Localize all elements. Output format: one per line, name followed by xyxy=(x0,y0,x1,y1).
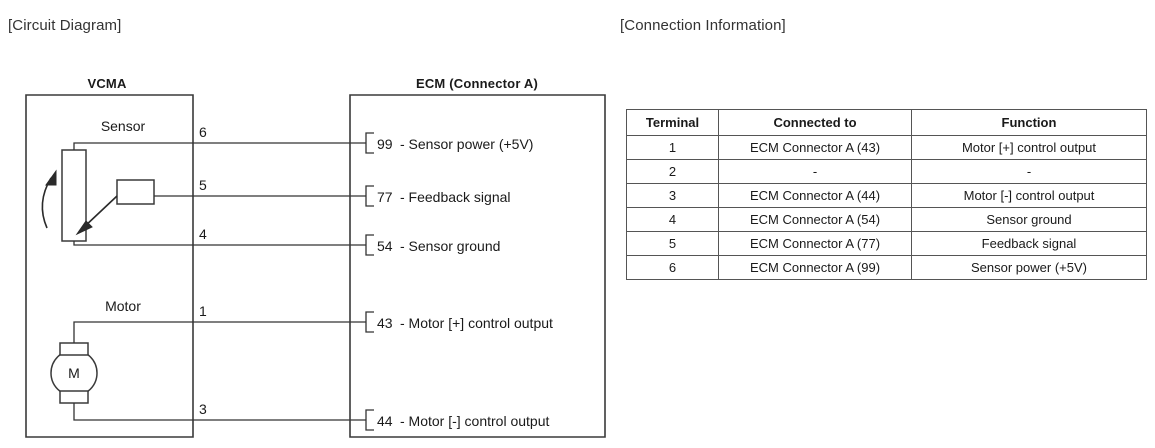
ecm-pin-43: 43 - Motor [+] control output xyxy=(365,311,553,333)
wiper-contact-block xyxy=(116,179,155,205)
ecm-pin-43-number: 43 xyxy=(377,315,393,331)
cell-connected: - xyxy=(718,159,912,184)
motor-brush-top xyxy=(59,342,89,356)
ecm-pin-44-description: - Motor [-] control output xyxy=(400,413,550,429)
cell-terminal: 4 xyxy=(626,207,719,232)
circuit-diagram: VCMA Sensor Motor M xyxy=(25,76,606,438)
vcma-terminal-6: 6 xyxy=(199,124,207,140)
cell-terminal: 6 xyxy=(626,255,719,280)
column-header-terminal: Terminal xyxy=(626,109,719,136)
ecm-pin-99-bracket-icon xyxy=(365,132,374,154)
sensor-power-lead xyxy=(73,142,193,150)
ecm-pin-54-number: 54 xyxy=(377,238,393,254)
ecm-pin-99: 99 - Sensor power (+5V) xyxy=(365,132,533,154)
cell-function: Motor [-] control output xyxy=(911,183,1147,208)
ecm-pin-54-description: - Sensor ground xyxy=(400,238,500,254)
cell-terminal: 3 xyxy=(626,183,719,208)
cell-connected: ECM Connector A (44) xyxy=(718,183,912,208)
cell-function: Motor [+] control output xyxy=(911,135,1147,160)
rotation-arrow-icon xyxy=(41,169,57,229)
ecm-pin-77-description: - Feedback signal xyxy=(400,189,511,205)
sensor-ground-lead xyxy=(73,241,193,246)
table-row: 2 - - xyxy=(626,159,1147,184)
table-row: 1 ECM Connector A (43) Motor [+] control… xyxy=(626,135,1147,160)
connection-information-caption: [Connection Information] xyxy=(620,17,786,34)
cell-function: Feedback signal xyxy=(911,231,1147,256)
column-header-function: Function xyxy=(911,109,1147,136)
ecm-enclosure xyxy=(349,94,606,438)
ecm-pin-77-bracket-icon xyxy=(365,185,374,207)
ecm-pin-54-bracket-icon xyxy=(365,234,374,256)
vcma-terminal-5: 5 xyxy=(199,177,207,193)
column-header-connected: Connected to xyxy=(718,109,912,136)
motor-label: Motor xyxy=(105,298,141,314)
table-row: 4 ECM Connector A (54) Sensor ground xyxy=(626,207,1147,232)
ecm-pin-54: 54 - Sensor ground xyxy=(365,234,500,256)
motor-negative-lead xyxy=(73,403,193,421)
sensor-label: Sensor xyxy=(101,118,146,134)
ecm-pin-77-number: 77 xyxy=(377,189,393,205)
cell-connected: ECM Connector A (43) xyxy=(718,135,912,160)
ecm-pin-43-bracket-icon xyxy=(365,311,374,333)
vcma-enclosure xyxy=(25,94,194,438)
table-row: 6 ECM Connector A (99) Sensor power (+5V… xyxy=(626,255,1147,280)
ecm-pin-99-number: 99 xyxy=(377,136,393,152)
cell-connected: ECM Connector A (77) xyxy=(718,231,912,256)
connection-information-table: Terminal Connected to Function 1 ECM Con… xyxy=(626,109,1147,280)
vcma-terminal-1: 1 xyxy=(199,303,207,319)
wiper-arrow-icon xyxy=(75,195,118,236)
motor-positive-lead xyxy=(73,321,193,343)
cell-function: - xyxy=(911,159,1147,184)
ecm-pin-44-number: 44 xyxy=(377,413,393,429)
ecm-pin-43-description: - Motor [+] control output xyxy=(400,315,553,331)
cell-function: Sensor power (+5V) xyxy=(911,255,1147,280)
cell-terminal: 5 xyxy=(626,231,719,256)
cell-connected: ECM Connector A (54) xyxy=(718,207,912,232)
vcma-block-title: VCMA xyxy=(87,76,126,91)
cell-function: Sensor ground xyxy=(911,207,1147,232)
ecm-pin-44-bracket-icon xyxy=(365,409,374,431)
motor-glyph: M xyxy=(68,365,80,381)
ecm-block-title: ECM (Connector A) xyxy=(416,76,538,91)
table-header-row: Terminal Connected to Function xyxy=(626,109,1147,136)
table-row: 3 ECM Connector A (44) Motor [-] control… xyxy=(626,183,1147,208)
cell-terminal: 2 xyxy=(626,159,719,184)
vcma-terminal-4: 4 xyxy=(199,226,207,242)
circuit-diagram-caption: [Circuit Diagram] xyxy=(8,17,122,34)
cell-connected: ECM Connector A (99) xyxy=(718,255,912,280)
ecm-pin-44: 44 - Motor [-] control output xyxy=(365,409,550,431)
vcma-terminal-3: 3 xyxy=(199,401,207,417)
table-row: 5 ECM Connector A (77) Feedback signal xyxy=(626,231,1147,256)
cell-terminal: 1 xyxy=(626,135,719,160)
ecm-pin-99-description: - Sensor power (+5V) xyxy=(400,136,533,152)
ecm-pin-77: 77 - Feedback signal xyxy=(365,185,511,207)
motor-brush-bottom xyxy=(59,390,89,404)
